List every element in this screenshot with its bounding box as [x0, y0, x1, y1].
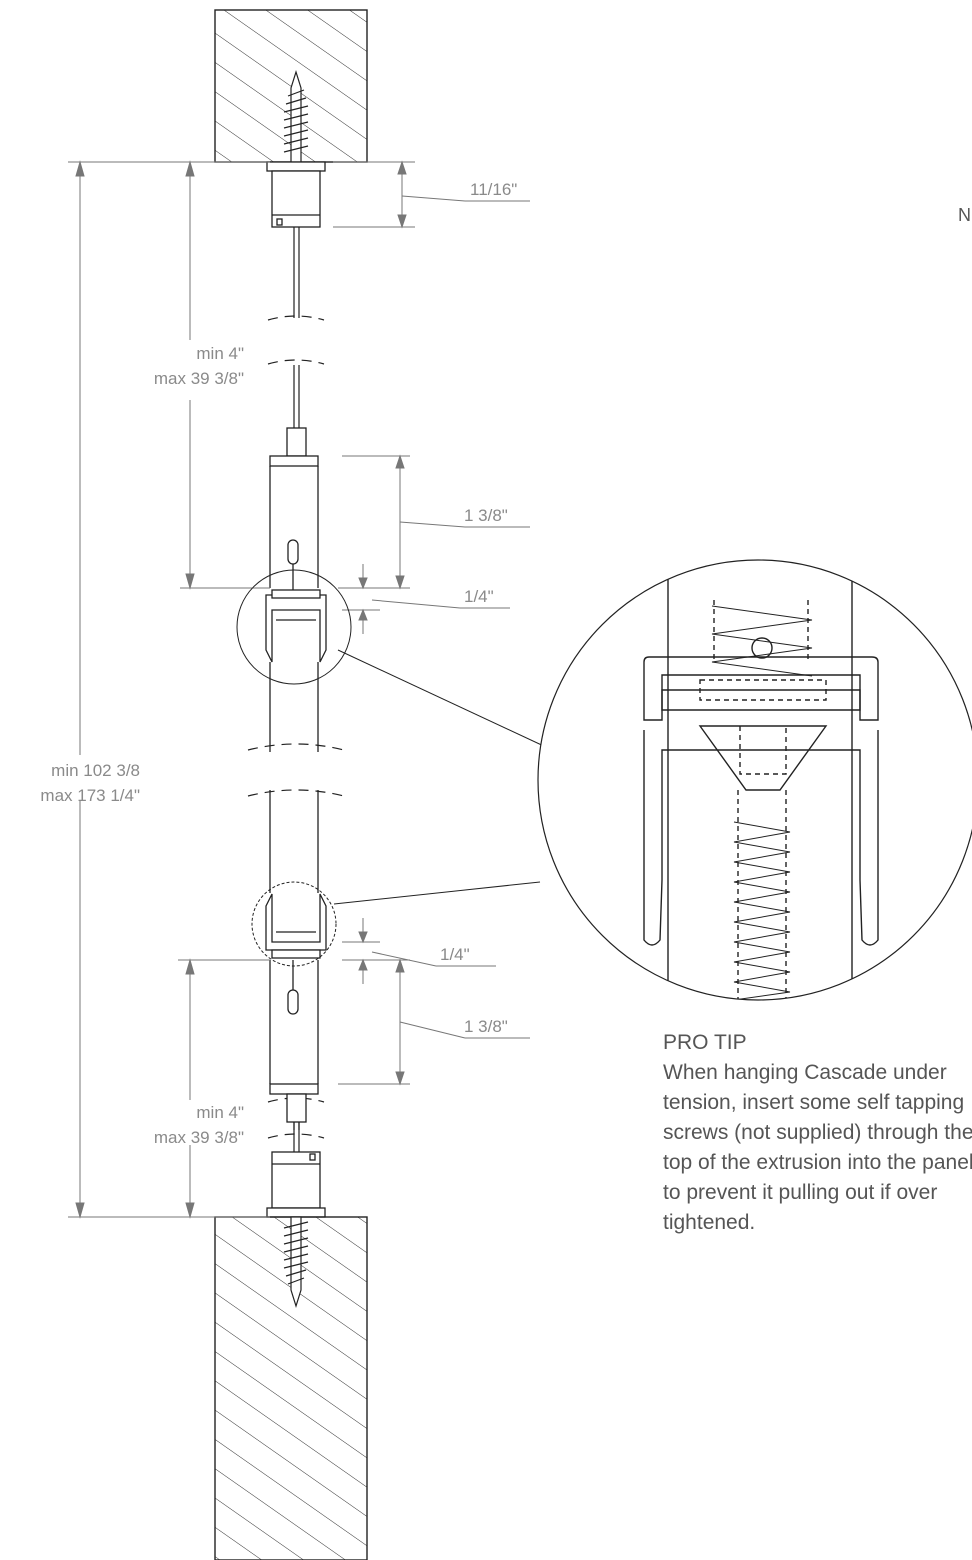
upper-tensioner-sleeve — [269, 427, 319, 590]
pro-tip-body: When hanging Cascade under tension, inse… — [663, 1061, 972, 1234]
cable — [293, 227, 300, 1158]
detail-callout — [236, 569, 549, 967]
lower-tensioner-sleeve — [269, 960, 319, 1123]
dim-top-gap: 11/16" — [470, 180, 517, 199]
bottom-anchor-screw — [283, 1216, 309, 1309]
magnified-detail — [537, 559, 972, 1001]
upper-clip — [265, 589, 327, 663]
dim-lower-sleeve: 1 3/8" — [464, 1017, 508, 1036]
dim-top-min: min 4" — [196, 344, 244, 363]
dim-overall-min: min 102 3/8 — [51, 761, 140, 780]
edge-text: N — [958, 205, 971, 225]
dimension-lines — [68, 160, 530, 1219]
top-fixing-bracket — [266, 161, 326, 228]
pro-tip-title: PRO TIP — [663, 1031, 747, 1054]
dim-bottom-max: max 39 3/8" — [154, 1128, 244, 1147]
dim-bottom-min: min 4" — [196, 1103, 244, 1122]
lower-clip — [265, 893, 327, 959]
pro-tip-note: PRO TIP When hanging Cascade under tensi… — [663, 1028, 972, 1238]
dim-top-max: max 39 3/8" — [154, 369, 244, 388]
dim-upper-sleeve: 1 3/8" — [464, 506, 508, 525]
dim-upper-clip: 1/4" — [464, 587, 494, 606]
dimension-labels: 11/16" min 4" max 39 3/8" 1 3/8" 1/4" mi… — [40, 180, 517, 1147]
bottom-fixing-bracket — [266, 1151, 326, 1218]
tube — [269, 662, 319, 893]
dim-lower-clip: 1/4" — [440, 945, 470, 964]
break-marks — [247, 315, 345, 1139]
dim-overall-max: max 173 1/4" — [40, 786, 140, 805]
